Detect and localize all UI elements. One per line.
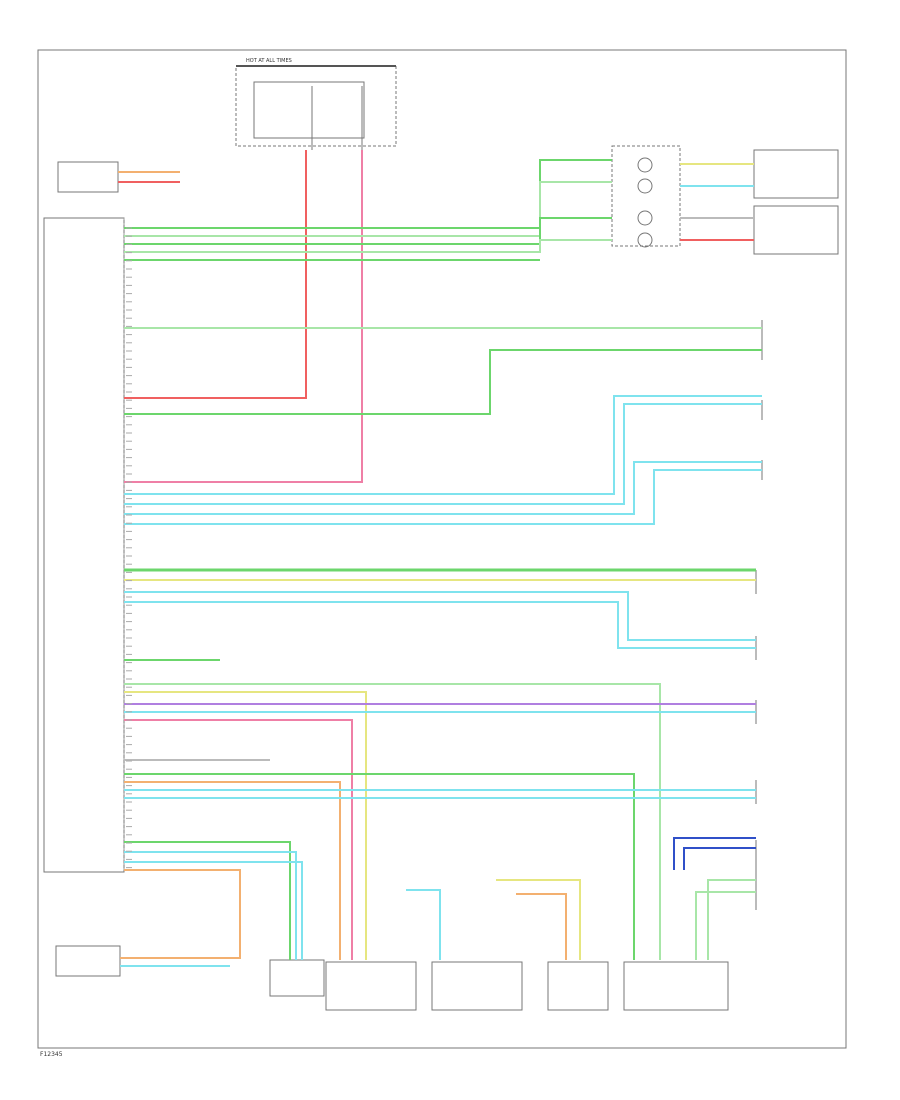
bottom-connectors [55,945,729,1011]
fuse-block: HOT AT ALL TIMES [235,58,397,150]
fuse-label: HOT AT ALL TIMES [246,58,292,64]
module-pin-ticks [126,227,132,869]
diagram-code: F12345 [40,1051,63,1058]
diagram-border [37,49,847,1049]
right-connectors [611,145,839,255]
connector-topleft [57,161,180,193]
wires [120,150,762,967]
main-module [43,217,125,873]
right-brackets [755,320,763,910]
